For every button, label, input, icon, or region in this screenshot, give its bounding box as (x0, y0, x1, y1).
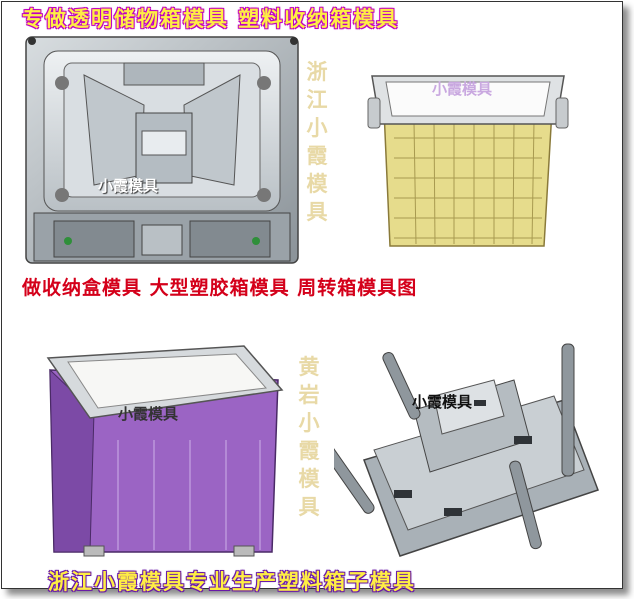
mold-top-view-image (25, 36, 299, 264)
image-watermark: 小霞模具 (118, 405, 179, 423)
mold-3d-view-image (334, 343, 599, 557)
image-watermark: 小霞模具 (98, 177, 159, 195)
vertical-caption-bottom: 黄岩小 霞模具 (298, 355, 320, 519)
purple-storage-box-image (46, 345, 284, 557)
bottom-banner: 浙江小霞模具专业生产塑料箱子模具 (48, 570, 416, 594)
image-watermark: 小霞模具 (432, 80, 493, 98)
top-banner: 专做透明储物箱模具 塑料收纳箱模具 (22, 7, 400, 31)
vertical-caption-top: 浙江小 霞模具 (306, 60, 328, 224)
middle-banner: 做收纳盒模具 大型塑胶箱模具 周转箱模具图 (22, 277, 418, 299)
image-watermark: 小霞模具 (412, 393, 473, 411)
yellow-storage-box-image (367, 75, 569, 247)
